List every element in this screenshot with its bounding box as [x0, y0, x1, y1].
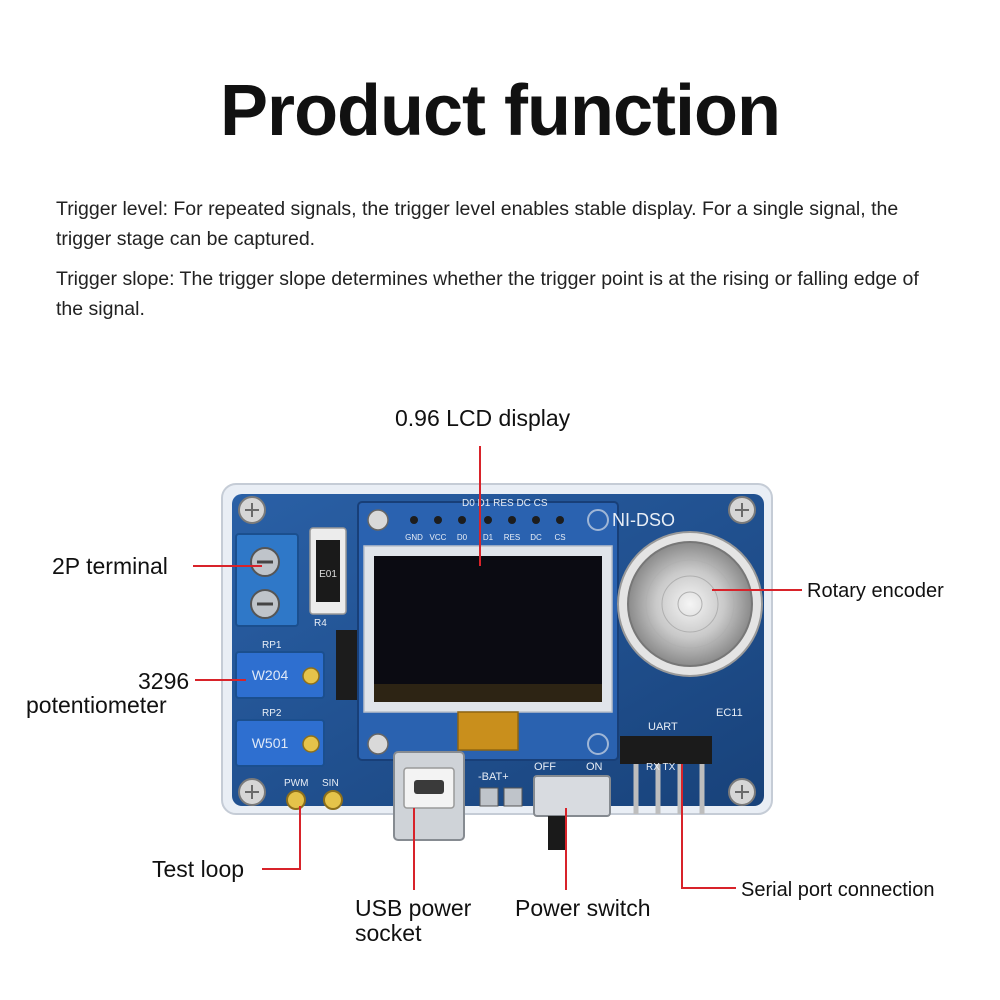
trigger-slope-text: Trigger slope: The trigger slope determi… [56, 268, 919, 320]
rotary-encoder-label: Rotary encoder [807, 580, 944, 602]
lcd-screen [374, 556, 602, 702]
potentiometer-label-line2: potentiometer [26, 692, 167, 718]
potentiometer-rp2: RP2 W501 [235, 708, 325, 767]
power-switch-label: Power switch [515, 895, 651, 921]
lcd-module: D0 D1 RES DC CS GND VCC D0 D1 RES DC CS [357, 498, 619, 761]
usb-label-line1: USB power [355, 895, 472, 921]
pin-d0: D0 [457, 533, 468, 542]
lcd-display-label: 0.96 LCD display [395, 405, 571, 431]
test-loop-sin [323, 790, 343, 810]
pin-dc: DC [530, 533, 542, 542]
pin-cs: CS [554, 533, 565, 542]
page-title: Product function [220, 71, 781, 151]
ec11-mark: EC11 [716, 707, 743, 719]
callout-lines [193, 446, 802, 890]
knob-icon [627, 541, 753, 667]
off-mark: OFF [534, 761, 556, 773]
usb-socket [393, 751, 465, 841]
pin-vcc: VCC [430, 533, 447, 542]
header-top-mark: D0 D1 RES DC CS [462, 498, 548, 509]
uart-header [620, 736, 712, 764]
serial-port-label: Serial port connection [741, 879, 935, 901]
pwm-mark: PWM [284, 778, 308, 789]
uart-mark: UART [648, 721, 678, 733]
test-loop-label: Test loop [152, 856, 245, 882]
r4-mark: R4 [314, 618, 327, 629]
rotary-encoder [617, 531, 763, 677]
brand-mark: NI-DSO [612, 510, 675, 530]
test-loop-pwm [286, 790, 306, 810]
trigger-level-text: Trigger level: For repeated signals, the… [56, 198, 899, 250]
potentiometer-label-line1: 3296 [138, 668, 190, 694]
two-p-terminal-label: 2P terminal [52, 553, 168, 579]
bat-mark: -BAT+ [478, 771, 509, 783]
svg-text:RP2: RP2 [262, 708, 282, 719]
uart-pins-mark: RX TX [646, 762, 676, 773]
pin-gnd: GND [405, 533, 423, 542]
two-p-terminal [235, 533, 299, 627]
svg-text:W204: W204 [252, 667, 289, 683]
svg-text:W501: W501 [252, 735, 289, 751]
on-mark: ON [586, 761, 603, 773]
power-switch [533, 775, 611, 850]
usb-label-line2: socket [355, 920, 422, 946]
svg-text:RP1: RP1 [262, 640, 282, 651]
pin-res: RES [504, 533, 520, 542]
e01-mark: E01 [319, 569, 337, 580]
pin-d1: D1 [483, 533, 494, 542]
potentiometer-rp1: RP1 W204 [235, 640, 325, 699]
sin-mark: SIN [322, 778, 339, 789]
